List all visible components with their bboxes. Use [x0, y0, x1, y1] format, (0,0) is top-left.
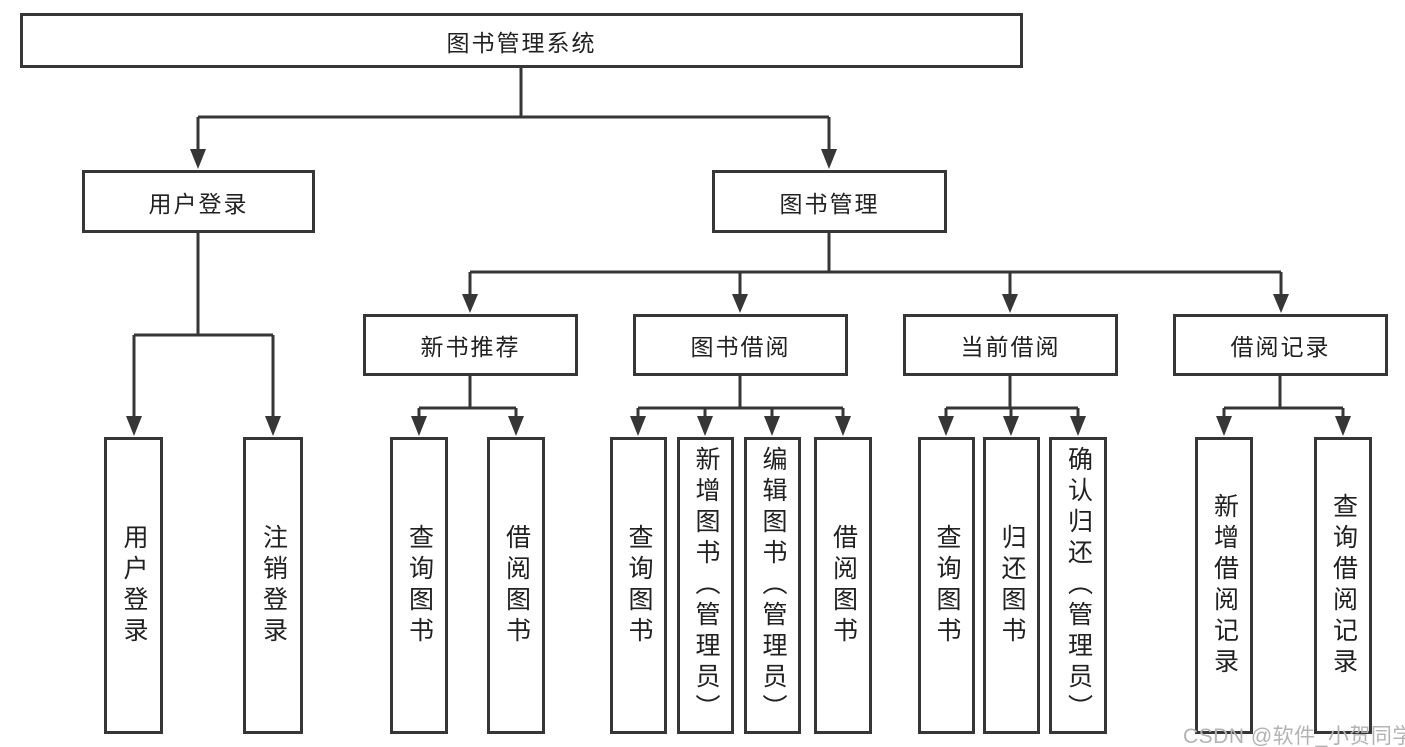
- leaf-return-books: 归还图书: [983, 437, 1040, 734]
- arrowhead: [938, 416, 954, 436]
- arrowhead: [1335, 416, 1351, 436]
- connector-book-borrow-group: [630, 376, 851, 436]
- connector-new-book-recommend-group: [411, 376, 524, 436]
- node-borrow-records: 借阅记录: [1173, 314, 1388, 376]
- leaf-query-books-current: 查询图书: [918, 437, 975, 734]
- arrowhead: [732, 294, 748, 313]
- arrowhead: [190, 149, 206, 169]
- leaf-add-borrow-record: 新增借阅记录: [1195, 437, 1253, 734]
- connector-borrow-records-group: [1216, 376, 1351, 436]
- leaf-query-books-borrow: 查询图书: [610, 437, 667, 734]
- node-book-borrow: 图书借阅: [633, 314, 848, 376]
- leaf-edit-books-admin: 编辑图书（管理员）: [744, 437, 801, 734]
- leaf-query-books-recommend: 查询图书: [390, 437, 448, 734]
- connector-root-to-level2: [190, 68, 837, 169]
- node-new-book-recommend: 新书推荐: [363, 314, 578, 376]
- arrowhead: [265, 416, 281, 436]
- node-user-login: 用户登录: [82, 170, 315, 233]
- leaf-add-books-admin: 新增图书（管理员）: [677, 437, 734, 734]
- arrowhead: [1003, 416, 1019, 436]
- arrowhead: [764, 416, 780, 436]
- leaf-user-login: 用户登录: [104, 437, 163, 734]
- arrowhead: [697, 416, 713, 436]
- node-current-borrow: 当前借阅: [903, 314, 1118, 376]
- arrowhead: [126, 416, 142, 436]
- connector-user-login-group: [126, 233, 281, 436]
- arrowhead: [508, 416, 524, 436]
- leaf-query-borrow-record: 查询借阅记录: [1314, 437, 1372, 734]
- leaf-borrow-books: 借阅图书: [814, 437, 872, 734]
- arrowhead: [630, 416, 646, 436]
- arrowhead: [1070, 416, 1086, 436]
- arrowhead: [411, 416, 427, 436]
- leaf-logout-login: 注销登录: [243, 437, 303, 734]
- arrowhead: [821, 149, 837, 169]
- node-book-management: 图书管理: [712, 170, 947, 233]
- arrowhead: [1002, 294, 1018, 313]
- arrowhead: [1216, 416, 1232, 436]
- connector-current-borrow-group: [938, 376, 1086, 436]
- node-library-management-system: 图书管理系统: [20, 13, 1023, 68]
- csdn-watermark: CSDN @软件_小贺同学: [1183, 725, 1405, 747]
- arrowhead: [462, 294, 478, 313]
- arrowhead: [1273, 294, 1289, 313]
- leaf-borrow-books-recommend: 借阅图书: [487, 437, 545, 734]
- leaf-confirm-return-admin: 确认归还（管理员）: [1049, 437, 1107, 734]
- arrowhead: [835, 416, 851, 436]
- connector-book-management-group: [462, 233, 1289, 313]
